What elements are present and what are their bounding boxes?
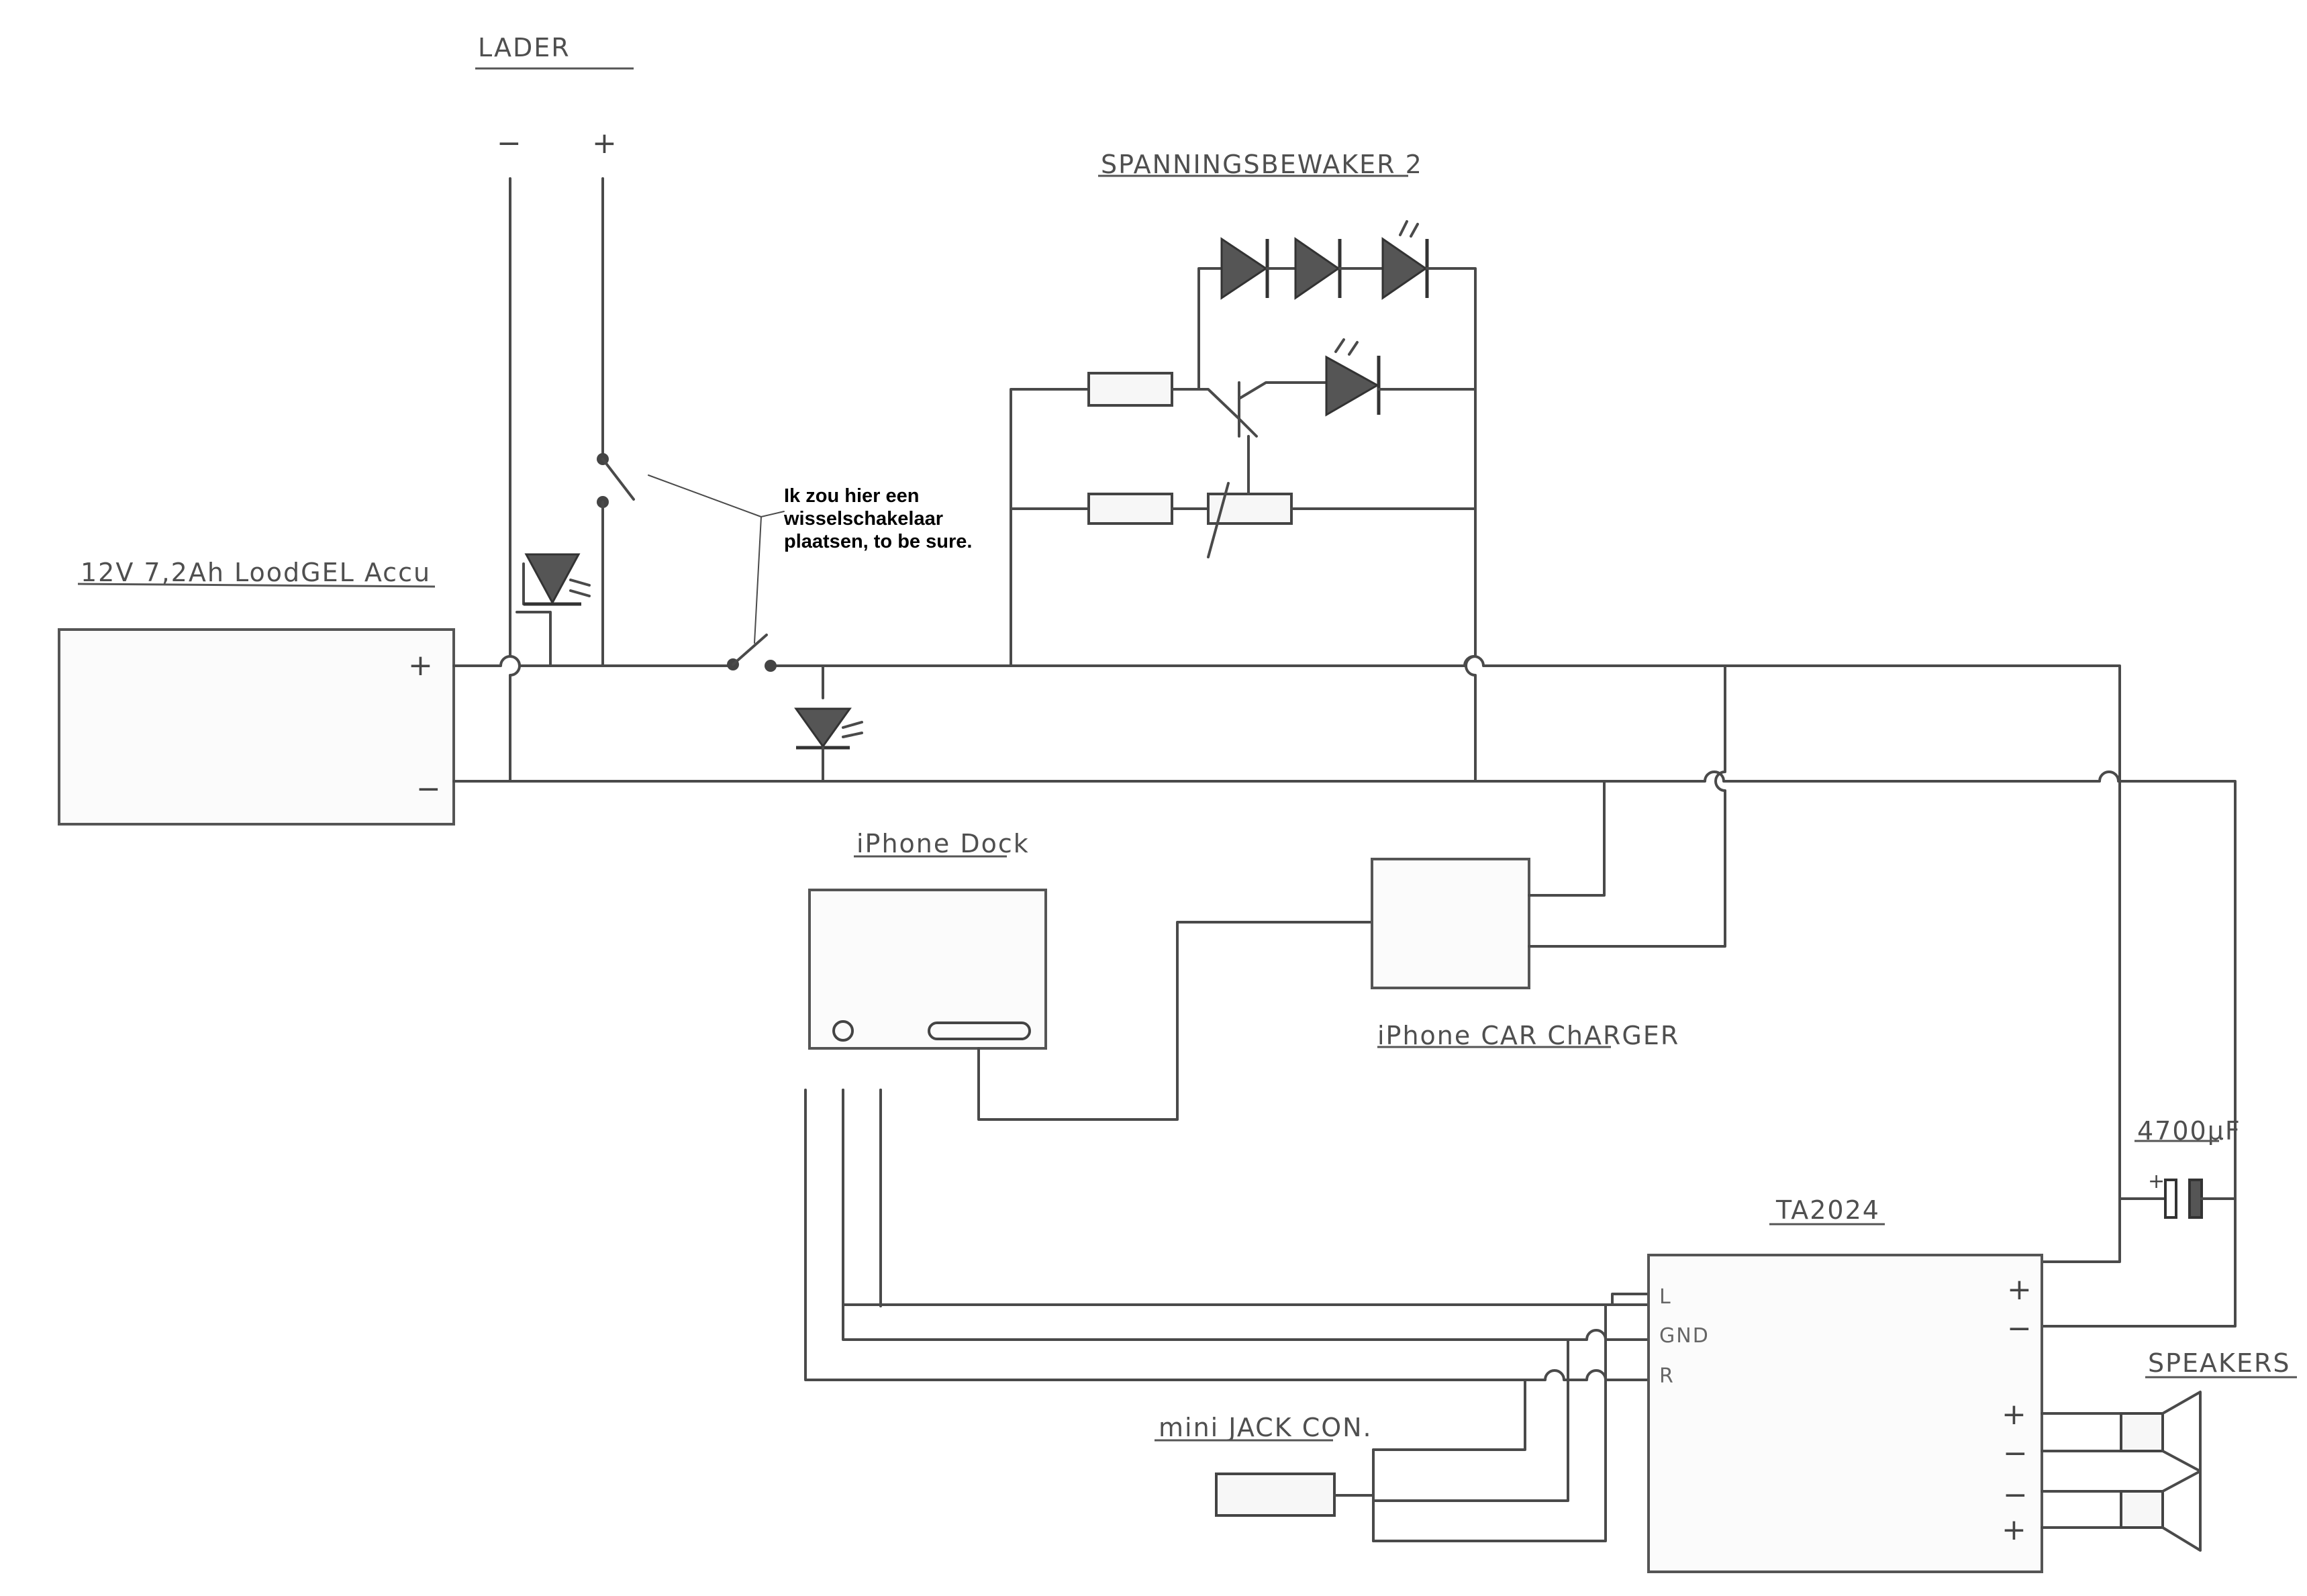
capacitor: + — [2118, 1170, 2237, 1219]
amp-pin-gnd: GND — [1659, 1324, 1710, 1348]
amp-pin-spk2-minus: − — [2003, 1478, 2028, 1512]
charger-connection: − + — [497, 126, 635, 783]
speaker-2-icon — [2120, 1470, 2202, 1552]
spanningsbewaker-title: SPANNINGSBEWAKER 2 — [1098, 150, 1423, 179]
dock-connector-icon — [928, 1021, 1031, 1040]
resistor-2 — [1087, 493, 1173, 525]
amp-pin-power-plus: + — [2007, 1273, 2032, 1307]
iphone-car-charger — [1371, 664, 1726, 989]
negative-bus — [452, 770, 2237, 1328]
dock-audio-jack-icon — [832, 1020, 854, 1042]
capacitor-title: 4700μF — [2134, 1116, 2240, 1146]
iphone-dock — [808, 889, 1373, 1121]
lader-label: LADER — [478, 33, 571, 62]
zener-diode-2-icon — [1294, 237, 1340, 300]
resistor-1 — [1087, 372, 1173, 407]
lader-title: LADER — [475, 33, 634, 70]
comment-note: Ik zou hier een wisselschakelaar plaatse… — [648, 475, 972, 644]
speakers-title: SPEAKERS — [2145, 1348, 2297, 1379]
speakers-label: SPEAKERS — [2148, 1348, 2291, 1378]
accu-label: 12V 7,2Ah LoodGEL Accu — [81, 558, 431, 587]
zener-diode-1-icon — [1220, 237, 1268, 300]
amp-pin-spk2-plus: + — [2002, 1513, 2026, 1547]
power-led-icon — [794, 707, 852, 748]
battery-plus-terminal: + — [408, 648, 433, 683]
amp-pin-r: R — [1659, 1364, 1675, 1388]
car-charger-title: iPhone CAR ChARGER — [1377, 1021, 1679, 1050]
battery: + − — [58, 628, 455, 826]
dock-wire-gnd — [842, 1089, 1650, 1341]
dock-wire-l — [879, 1089, 1650, 1306]
amplifier-title: TA2024 — [1769, 1195, 1885, 1226]
voltage-monitor — [1010, 220, 1477, 783]
amp-pin-l: L — [1659, 1285, 1672, 1309]
accu-title: 12V 7,2Ah LoodGEL Accu — [77, 558, 436, 588]
charger-plus-terminal: + — [592, 126, 617, 160]
amplifier-body — [1647, 1254, 2043, 1573]
monitor-led-1-icon — [1381, 237, 1428, 300]
mini-jack-body — [1215, 1473, 1336, 1517]
capacitor-plus-mark: + — [2148, 1170, 2165, 1193]
iphone-dock-body — [808, 889, 1047, 1050]
note-line-2: wisselschakelaar — [783, 508, 943, 530]
mini-jack-title: mini JACK CON. — [1155, 1413, 1373, 1442]
car-charger-body — [1371, 858, 1530, 989]
amplifier-label: TA2024 — [1775, 1195, 1880, 1225]
car-charger-label: iPhone CAR ChARGER — [1377, 1021, 1679, 1050]
charger-minus-terminal: − — [497, 126, 522, 160]
amplifier: L GND R + − + − − + — [1647, 1254, 2043, 1573]
audio-wire-left — [842, 1089, 1650, 1306]
positive-bus — [452, 655, 2121, 1263]
mini-jack-connector — [1215, 1303, 1607, 1542]
power-led — [794, 664, 863, 783]
iphone-dock-title: iPhone Dock — [854, 829, 1030, 858]
capacitor-plate-negative — [2188, 1179, 2203, 1219]
main-switch — [727, 634, 777, 672]
battery-minus-terminal: − — [416, 772, 441, 806]
spanningsbewaker-label: SPANNINGSBEWAKER 2 — [1101, 150, 1423, 179]
iphone-dock-label: iPhone Dock — [856, 829, 1030, 858]
amp-pin-power-minus: − — [2007, 1311, 2032, 1346]
amp-pin-spk1-minus: − — [2003, 1436, 2028, 1470]
mini-jack-label: mini JACK CON. — [1159, 1413, 1373, 1442]
charger-indicator-led-icon — [524, 553, 581, 605]
speakers — [2041, 1391, 2202, 1552]
battery-body — [58, 628, 455, 826]
monitor-led-2-icon — [1325, 355, 1380, 417]
amp-pin-spk1-plus: + — [2002, 1397, 2026, 1432]
note-line-3: plaatsen, to be sure. — [784, 531, 972, 552]
dock-wire-r — [804, 1089, 1650, 1381]
capacitor-plate-positive — [2164, 1179, 2177, 1219]
speaker-1-icon — [2120, 1391, 2202, 1473]
note-line-1: Ik zou hier een — [784, 485, 919, 507]
